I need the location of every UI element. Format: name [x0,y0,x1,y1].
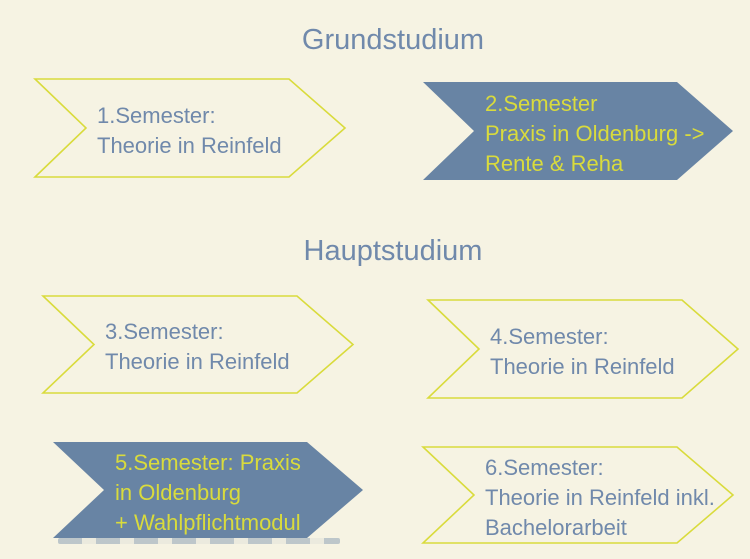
label-line: 3.Semester: [105,319,224,344]
label-line: + Wahlpflichtmodul [115,509,301,535]
shape-semester-2: 2.Semester Praxis in Oldenburg -> Rente … [423,82,733,180]
label-line: 4.Semester: [490,323,609,349]
chevron-outline-shape [33,78,347,178]
label-line: Praxis in Oldenburg -> [485,120,705,146]
chevron-filled-shape [423,82,733,180]
shape-semester-3: 3.Semester: Theorie in Reinfeld [41,295,355,394]
label-line: 5.Semester: Praxis [115,449,301,475]
cut-off-artifact [58,538,340,544]
label-line: Theorie in Reinfeld [490,353,675,379]
label-line: 2.Semester [485,90,598,116]
chevron-polygon [41,295,355,394]
chevron-outline-shape [41,295,355,394]
chevron-polygon [426,299,740,399]
label-line: Rente & Reha [485,150,624,176]
chevron-filled-shape [53,442,363,538]
shape-semester-4: 4.Semester: Theorie in Reinfeld [426,299,740,399]
shape-semester-1: 1.Semester: Theorie in Reinfeld [33,78,347,178]
shape-semester-6: 6.Semester: Theorie in Reinfeld inkl. Ba… [421,446,735,544]
label-line: Theorie in Reinfeld [97,132,282,158]
label-line: Bachelorarbeit [485,514,627,540]
label-line: 6.Semester: [485,454,604,480]
semester-6-label: 6.Semester: Theorie in Reinfeld inkl. Ba… [423,447,733,543]
label-line: Theorie in Reinfeld inkl. [485,484,715,510]
label-line: Theorie in Reinfeld [105,349,290,374]
chevron-outline-shape [421,446,735,544]
semester-4-label: 4.Semester: Theorie in Reinfeld [428,300,738,398]
semester-1-label: 1.Semester: Theorie in Reinfeld [35,79,345,177]
semester-2-label: 2.Semester Praxis in Oldenburg -> Rente … [423,82,733,180]
label-line: 1.Semester: [97,102,216,128]
semester-5-label: 5.Semester: Praxis in Oldenburg + Wahlpf… [53,442,363,538]
chevron-polygon [33,78,347,178]
label-line: in Oldenburg [115,479,241,505]
chevron-polygon [423,82,733,180]
shape-semester-5: 5.Semester: Praxis in Oldenburg + Wahlpf… [53,442,363,538]
chevron-polygon [53,442,363,538]
chevron-outline-shape [426,299,740,399]
semester-3-label: 3.Semester: Theorie in Reinfeld [43,296,353,393]
chevron-polygon [421,446,735,544]
section-title-grundstudium: Grundstudium [301,24,485,56]
section-title-hauptstudium: Hauptstudium [303,235,483,267]
